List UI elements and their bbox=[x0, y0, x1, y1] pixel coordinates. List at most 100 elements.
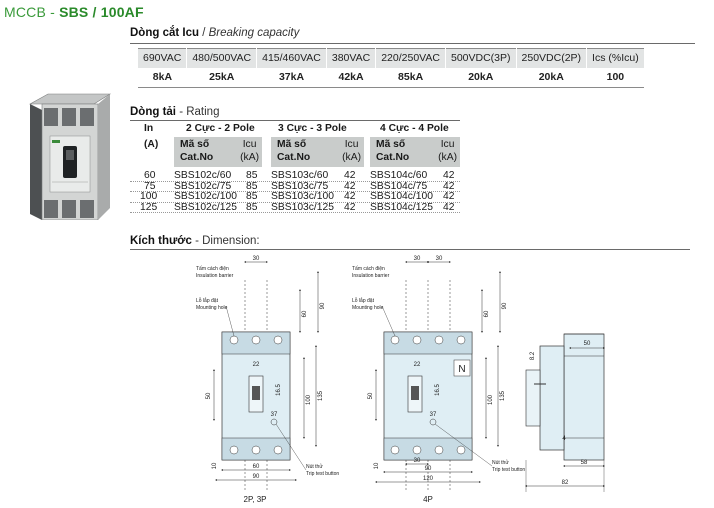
rating-rows: 60 SBS102c/60 85 SBS103c/60 42 SBS104c/6… bbox=[130, 170, 460, 213]
breaking-title-vi: Dòng cắt Icu bbox=[130, 27, 200, 39]
cat-no-value: SBS104c/60 bbox=[370, 170, 428, 181]
svg-text:60: 60 bbox=[302, 310, 308, 317]
in-label: In bbox=[144, 123, 154, 134]
table-row: 75 SBS102c/75 85 SBS103c/75 42 SBS104c/7… bbox=[130, 180, 460, 192]
svg-text:22: 22 bbox=[414, 362, 421, 368]
table-row: 60 SBS102c/60 85 SBS103c/60 42 SBS104c/6… bbox=[130, 170, 460, 182]
svg-text:Tấm cách điện: Tấm cách điện bbox=[352, 266, 385, 272]
icu-value: 42 bbox=[344, 180, 356, 192]
table-row: 100 SBS102c/100 85 SBS103c/100 42 SBS104… bbox=[130, 191, 460, 203]
svg-text:120: 120 bbox=[423, 476, 434, 482]
table-row: 125 SBS102c/125 85 SBS103c/125 42 SBS104… bbox=[130, 201, 460, 213]
svg-text:8.2: 8.2 bbox=[530, 351, 536, 360]
icu-value: 42 bbox=[344, 170, 356, 181]
svg-text:Mounting hole: Mounting hole bbox=[196, 305, 228, 311]
breaking-header-cell: 480/500VAC bbox=[186, 48, 258, 68]
cat-no-label-vi: Mã số bbox=[277, 139, 307, 150]
dimension-rule bbox=[130, 249, 690, 250]
svg-text:100: 100 bbox=[306, 394, 312, 405]
rating-title-vi: Dòng tải bbox=[130, 106, 176, 118]
cat-no-value: SBS103c/75 bbox=[271, 180, 329, 192]
neutral-pole-mark: N bbox=[458, 364, 465, 375]
rating-heading: Dòng tải - Rating bbox=[130, 106, 219, 118]
dimension-title-en: - Dimension: bbox=[191, 235, 260, 247]
cat-no-value: SBS102c/125 bbox=[174, 201, 237, 213]
rating-rule bbox=[130, 120, 460, 121]
caption-4p: 4P bbox=[423, 495, 433, 504]
drawing-4p: N 30 30 90 60 135 100 50 16.5 22 37 bbox=[352, 256, 525, 490]
svg-text:Tấm cách điện: Tấm cách điện bbox=[196, 266, 229, 272]
dimension-title-vi: Kích thước bbox=[130, 235, 192, 247]
breaking-header-cell: 220/250VAC bbox=[375, 48, 446, 68]
breaking-header-cell: 690VAC bbox=[138, 48, 188, 68]
icu-unit-label: (kA) bbox=[342, 152, 361, 163]
breaking-value-cell: 8kA bbox=[138, 67, 187, 88]
cat-no-value: SBS103c/60 bbox=[271, 170, 329, 181]
svg-text:135: 135 bbox=[500, 390, 506, 401]
page-title: MCCB - SBS / 100AF bbox=[4, 4, 144, 20]
rating-group-header: In 2 Cực - 2 Pole 3 Cực - 3 Pole 4 Cực -… bbox=[130, 122, 460, 137]
svg-text:60: 60 bbox=[253, 464, 260, 470]
svg-text:Lỗ lắp đặt: Lỗ lắp đặt bbox=[196, 297, 219, 304]
drawing-side-view: 50 8.2 4 58 82 bbox=[525, 333, 605, 492]
breaking-value-cell: 25kA bbox=[186, 67, 257, 88]
in-value: 125 bbox=[140, 201, 158, 213]
title-model: SBS / 100AF bbox=[59, 4, 144, 20]
cat-no-value: SBS103c/100 bbox=[271, 191, 334, 202]
caption-2p-3p: 2P, 3P bbox=[244, 495, 267, 504]
icu-value: 42 bbox=[344, 191, 356, 202]
cat-no-value: SBS102c/75 bbox=[174, 180, 232, 192]
breaking-value-cell: 42kA bbox=[326, 67, 376, 88]
breaking-value-cell: 20kA bbox=[516, 67, 587, 88]
svg-text:37: 37 bbox=[271, 412, 278, 418]
svg-text:58: 58 bbox=[581, 460, 588, 466]
svg-text:82: 82 bbox=[562, 480, 569, 486]
icu-value: 85 bbox=[246, 180, 258, 192]
icu-value: 85 bbox=[246, 201, 258, 213]
svg-text:50: 50 bbox=[368, 392, 374, 399]
breaking-value-cell: 100 bbox=[586, 67, 645, 88]
breaking-value-cell: 85kA bbox=[375, 67, 446, 88]
svg-text:Mounting hole: Mounting hole bbox=[352, 305, 384, 311]
cat-no-label-en: Cat.No bbox=[277, 152, 311, 163]
svg-text:30: 30 bbox=[436, 256, 443, 262]
icu-value: 85 bbox=[246, 191, 258, 202]
svg-text:22: 22 bbox=[253, 362, 260, 368]
in-value: 60 bbox=[144, 170, 156, 181]
dimension-heading: Kích thước - Dimension: bbox=[130, 235, 260, 247]
svg-text:4: 4 bbox=[562, 436, 566, 442]
cat-no-value: SBS104c/75 bbox=[370, 180, 428, 192]
svg-text:10: 10 bbox=[212, 462, 218, 469]
breaking-capacity-heading: Dòng cắt Icu / Breaking capacity bbox=[130, 27, 299, 39]
svg-text:30: 30 bbox=[414, 458, 421, 464]
icu-unit-label: (kA) bbox=[240, 152, 259, 163]
pole-group-label: 2 Cực - 2 Pole bbox=[186, 123, 255, 134]
cat-no-value: SBS102c/60 bbox=[174, 170, 232, 181]
svg-text:90: 90 bbox=[502, 302, 508, 309]
icu-value: 42 bbox=[443, 180, 455, 192]
svg-text:Lỗ lắp đặt: Lỗ lắp đặt bbox=[352, 297, 375, 304]
pole-group-label: 3 Cực - 3 Pole bbox=[278, 123, 347, 134]
in-value: 100 bbox=[140, 191, 158, 202]
svg-text:Insulation barrier: Insulation barrier bbox=[196, 273, 234, 279]
dimension-drawings: 30 90 60 135 100 50 16.5 22 37 60 90 10 … bbox=[196, 256, 605, 504]
pole-group-label: 4 Cực - 4 Pole bbox=[380, 123, 449, 134]
breaking-header-cell: 380VAC bbox=[326, 48, 377, 68]
svg-text:90: 90 bbox=[253, 474, 260, 480]
svg-text:135: 135 bbox=[318, 390, 324, 401]
breaking-header-cell: 500VDC(3P) bbox=[445, 48, 517, 68]
svg-text:90: 90 bbox=[320, 302, 326, 309]
cat-no-value: SBS104c/125 bbox=[370, 201, 433, 213]
dim-label: 30 bbox=[253, 256, 260, 262]
title-prefix: MCCB - bbox=[4, 4, 60, 20]
icu-label: Icu bbox=[440, 139, 455, 150]
icu-value: 42 bbox=[443, 170, 455, 181]
cat-no-value: SBS102c/100 bbox=[174, 191, 237, 202]
cat-no-label-en: Cat.No bbox=[180, 152, 214, 163]
svg-text:Nút thử: Nút thử bbox=[492, 459, 509, 466]
svg-text:16.5: 16.5 bbox=[276, 384, 282, 396]
svg-text:16.5: 16.5 bbox=[435, 384, 441, 396]
